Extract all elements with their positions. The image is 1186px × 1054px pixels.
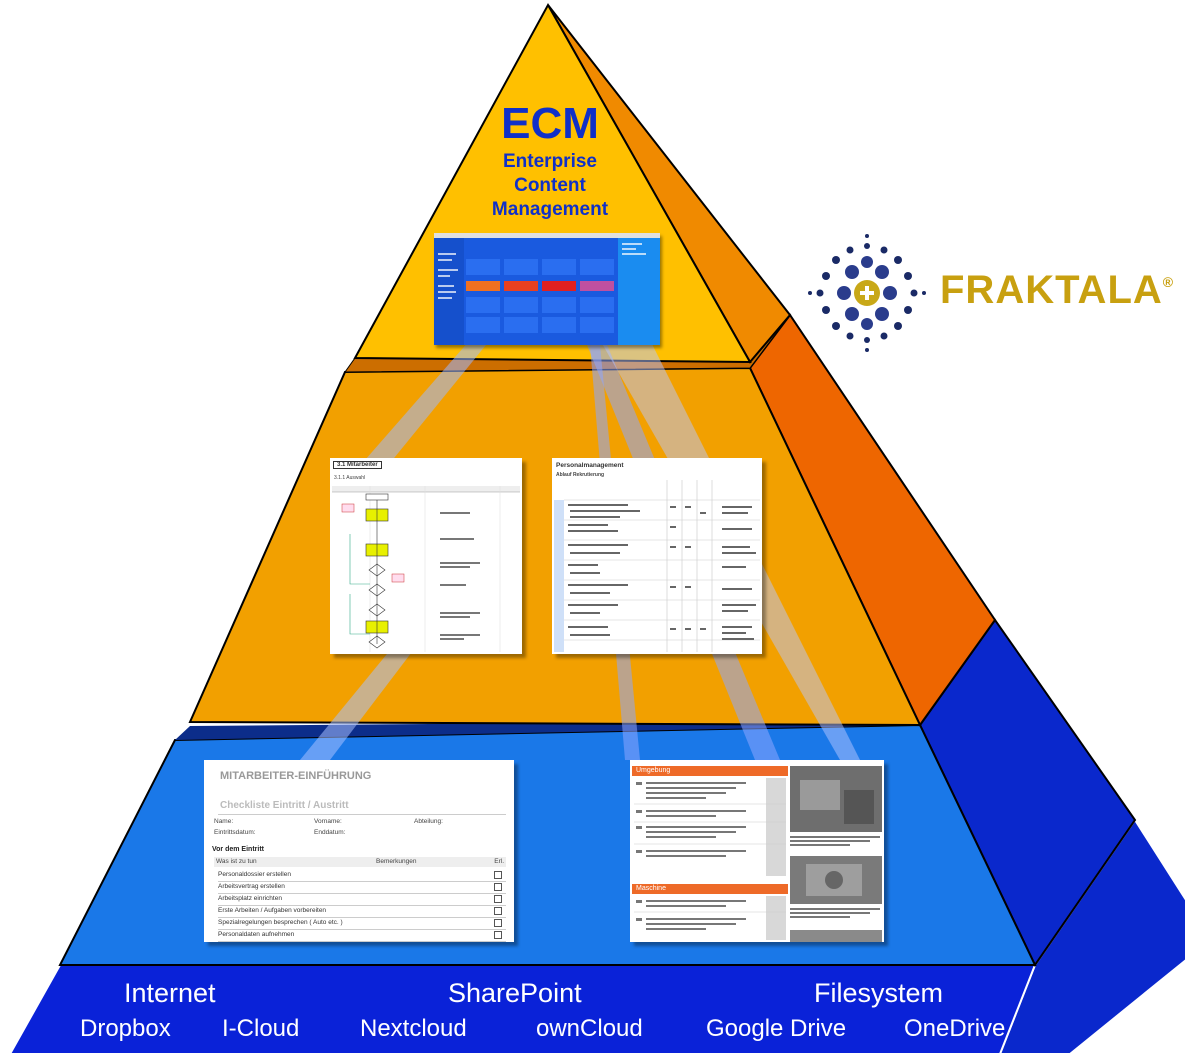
service-owncloud: ownCloud [536, 1015, 643, 1042]
field-start-date: Eintrittsdatum: [214, 829, 256, 836]
checklist-subtitle: Checkliste Eintritt / Austritt [220, 800, 349, 811]
service-google-drive: Google Drive [706, 1015, 847, 1042]
checklist-header-row: Was ist zu tun Bemerkungen Erl. [214, 857, 506, 867]
doc-subheading: 3.1.1 Auswahl [334, 475, 366, 481]
ecm-subtitle: Enterprise Content Management [455, 150, 645, 222]
checklist-item: Personaldaten aufnehmen [218, 929, 506, 942]
doc-subheading: Ablauf Rekrutierung [556, 472, 605, 478]
checkbox-icon [494, 907, 502, 915]
base-heading-sharepoint: SharePoint [448, 978, 582, 1008]
field-department: Abteilung: [414, 818, 443, 825]
col-remarks: Bemerkungen [376, 858, 417, 865]
doc-heading: 3.1 Mitarbeiter [333, 461, 382, 469]
service-dropbox: Dropbox [80, 1015, 171, 1042]
checklist-title: MITARBEITER-EINFÜHRUNG [220, 770, 372, 782]
manual-page-graphic [634, 766, 882, 942]
ecm-app-screenshot [434, 233, 660, 345]
field-firstname: Vorname: [314, 818, 342, 825]
service-icloud: I-Cloud [222, 1015, 300, 1042]
checkbox-icon [494, 883, 502, 891]
checklist-item: Spezialregelungen besprechen ( Auto etc.… [218, 917, 506, 930]
rasci-table-graphic [554, 480, 760, 652]
checkbox-icon [494, 895, 502, 903]
flowchart-graphic [332, 486, 520, 652]
checklist-document: MITARBEITER-EINFÜHRUNG Checkliste Eintri… [204, 760, 514, 942]
fraktala-logo-icon [808, 234, 926, 352]
brand-name: FRAKTALA [940, 268, 1163, 312]
machine-manual-document: Umgebung Maschine [630, 760, 884, 942]
field-end-date: Enddatum: [314, 829, 346, 836]
checkbox-icon [494, 931, 502, 939]
subtitle-line-3: Management [491, 199, 609, 220]
subtitle-line-2: Content [514, 175, 586, 196]
base-heading-internet: Internet [124, 978, 216, 1008]
ecm-title: ECM [501, 99, 599, 148]
process-flow-document: 3.1 Mitarbeiter 3.1.1 Auswahl [330, 458, 522, 654]
doc-heading: Personalmanagement [556, 462, 624, 469]
registered-mark: ® [1162, 274, 1175, 290]
divider [218, 814, 506, 815]
fraktala-wordmark: FRAKTALA® [940, 268, 1174, 313]
service-nextcloud: Nextcloud [360, 1015, 467, 1042]
checkbox-icon [494, 871, 502, 879]
checkbox-icon [494, 919, 502, 927]
base-heading-filesystem: Filesystem [814, 978, 944, 1008]
checklist-item: Erste Arbeiten / Aufgaben vorbereiten [218, 905, 506, 918]
manual-section-environment: Umgebung [632, 766, 788, 776]
col-done: Erl. [494, 858, 504, 865]
manual-section-machine: Maschine [632, 884, 788, 894]
checklist-item: Arbeitsplatz einrichten [218, 893, 506, 906]
field-name: Name: [214, 818, 234, 825]
col-todo: Was ist zu tun [216, 858, 257, 865]
app-screenshot-graphic [434, 233, 660, 345]
checklist-section: Vor dem Eintritt [212, 846, 264, 853]
checklist-item: Arbeitsvertrag erstellen [218, 881, 506, 894]
recruitment-table-document: Personalmanagement Ablauf Rekrutierung [552, 458, 762, 654]
service-onedrive: OneDrive [904, 1015, 1006, 1042]
subtitle-line-1: Enterprise [503, 151, 597, 172]
checklist-item: Personaldossier erstellen [218, 869, 506, 882]
